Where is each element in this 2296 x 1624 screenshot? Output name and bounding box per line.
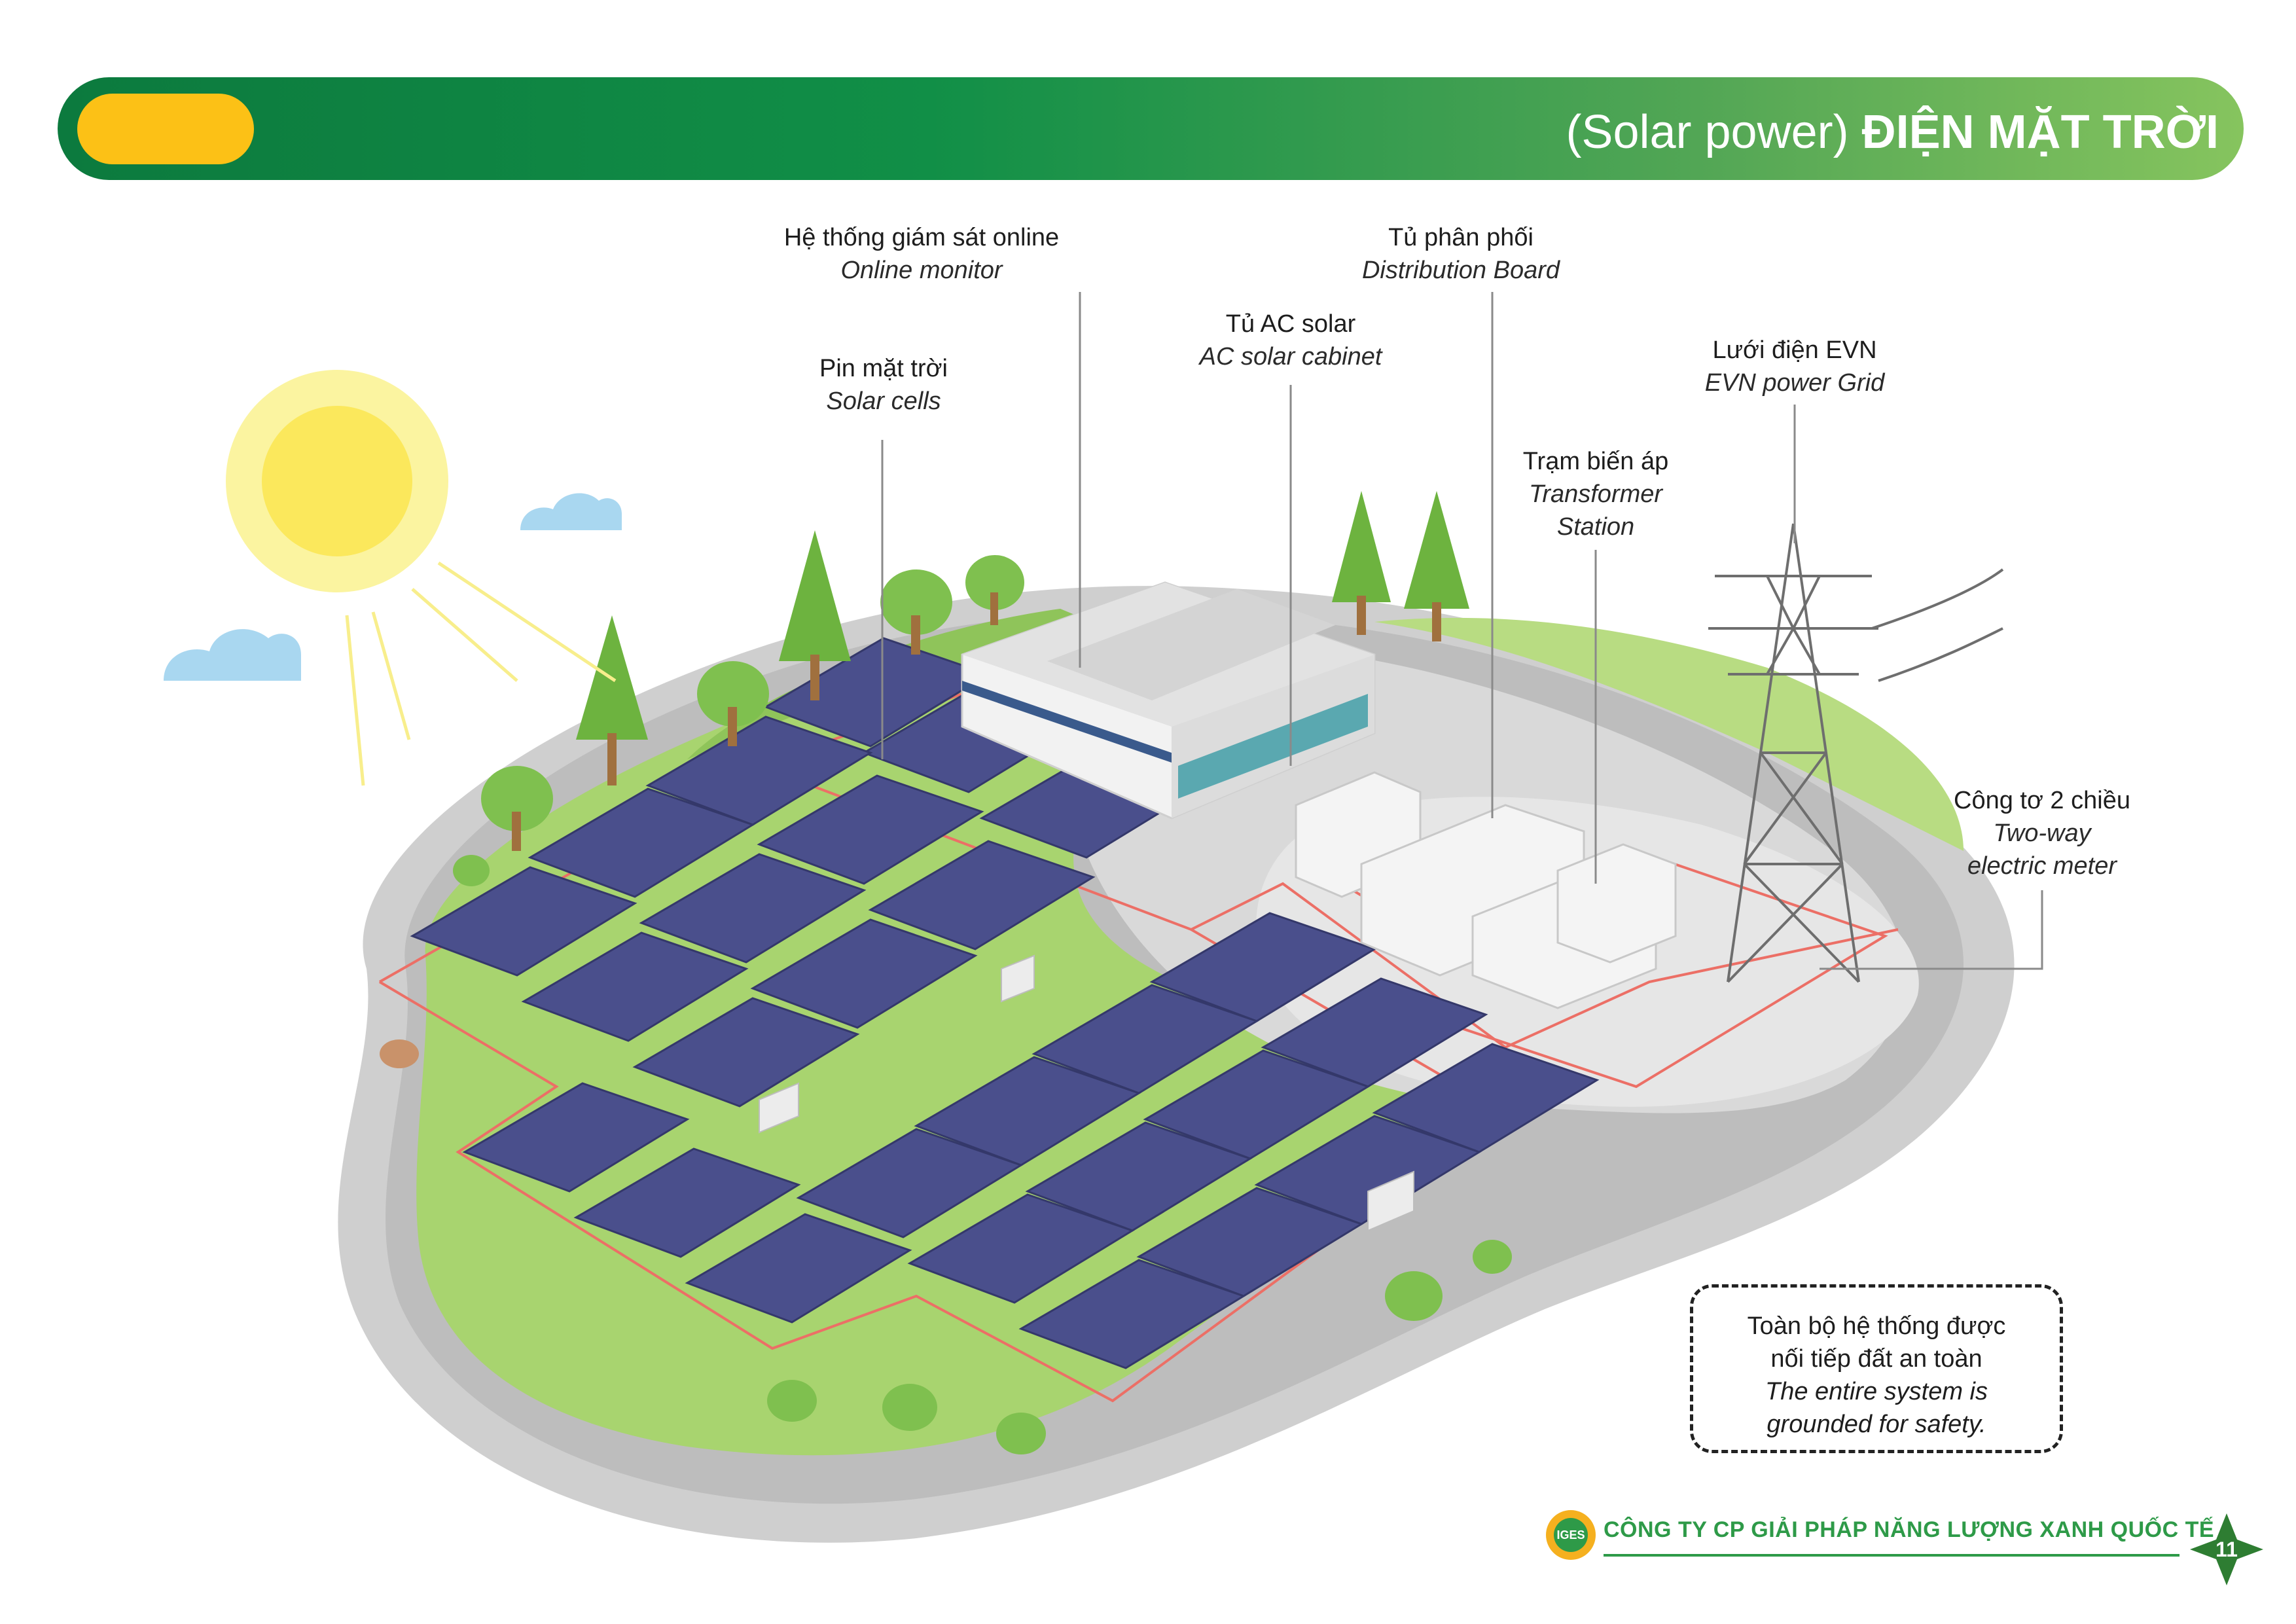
- grounding-note-vi-2: nối tiếp đất an toàn: [1770, 1345, 1982, 1373]
- label-ac-solar-cabinet: Tủ AC solar AC solar cabinet: [1160, 308, 1422, 373]
- control-building: [961, 581, 1376, 820]
- clouds: [164, 493, 622, 681]
- leader-lines: [881, 292, 2043, 970]
- company-logo-mark: [1546, 1510, 1596, 1560]
- label-transformer-en-1: Transformer: [1528, 480, 1663, 508]
- label-two-way-meter-vi: Công tơ 2 chiều: [1954, 787, 2130, 814]
- page-number-star: [2190, 1513, 2263, 1585]
- page-title: (Solar power) ĐIỆN MẶT TRỜI: [1566, 99, 2219, 165]
- label-ac-solar-cabinet-vi: Tủ AC solar: [1225, 310, 1356, 338]
- grounding-note-en-1: The entire system is: [1765, 1378, 1988, 1405]
- label-distribution-board-en: Distribution Board: [1361, 257, 1560, 284]
- label-solar-cells-en: Solar cells: [826, 388, 941, 415]
- footer-underline: [1604, 1554, 2179, 1557]
- label-online-monitor: Hệ thống giám sát online Online monitor: [764, 221, 1079, 287]
- label-online-monitor-en: Online monitor: [840, 257, 1003, 284]
- company-logo-text: IGES: [1556, 1528, 1585, 1542]
- header-bar: [58, 77, 2244, 180]
- label-ac-solar-cabinet-en: AC solar cabinet: [1199, 343, 1382, 370]
- sun: [226, 370, 617, 786]
- label-transformer: Trạm biến áp Transformer Station: [1465, 445, 1727, 543]
- label-two-way-meter-en-1: Two-way: [1993, 820, 2091, 847]
- label-distribution-board-vi: Tủ phân phối: [1388, 224, 1534, 251]
- label-evn-grid: Lưới điện EVN EVN power Grid: [1664, 334, 1926, 399]
- label-solar-cells-vi: Pin mặt trời: [819, 355, 948, 382]
- trees: [380, 491, 1512, 1454]
- label-solar-cells: Pin mặt trời Solar cells: [753, 352, 1014, 418]
- label-distribution-board: Tủ phân phối Distribution Board: [1330, 221, 1592, 287]
- header-accent-pill: [77, 94, 254, 164]
- grounding-note-vi-1: Toàn bộ hệ thống được: [1747, 1312, 2006, 1340]
- page-title-english: (Solar power): [1566, 106, 1862, 158]
- page-number: 11: [2215, 1538, 2238, 1561]
- label-transformer-vi: Trạm biến áp: [1522, 448, 1669, 475]
- label-evn-grid-en: EVN power Grid: [1704, 369, 1885, 397]
- transmission-tower: [1708, 523, 2004, 983]
- solar-panel-field: [410, 637, 1600, 1369]
- inverter-boxes: [759, 954, 1414, 1232]
- footer-company-name: CÔNG TY CP GIẢI PHÁP NĂNG LƯỢNG XANH QUỐ…: [1604, 1517, 2215, 1542]
- label-two-way-meter-en-2: electric meter: [1967, 852, 2117, 880]
- label-transformer-en-2: Station: [1556, 513, 1635, 541]
- grounding-note-en-2: grounded for safety.: [1767, 1411, 1986, 1438]
- label-evn-grid-vi: Lưới điện EVN: [1712, 336, 1877, 364]
- grounding-note: Toàn bộ hệ thống được nối tiếp đất an to…: [1690, 1284, 2063, 1453]
- substation-equipment: [1295, 771, 1677, 1009]
- label-online-monitor-vi: Hệ thống giám sát online: [783, 224, 1060, 251]
- page-title-vietnamese: ĐIỆN MẶT TRỜI: [1861, 106, 2219, 158]
- label-two-way-meter: Công tơ 2 chiều Two-way electric meter: [1905, 784, 2179, 882]
